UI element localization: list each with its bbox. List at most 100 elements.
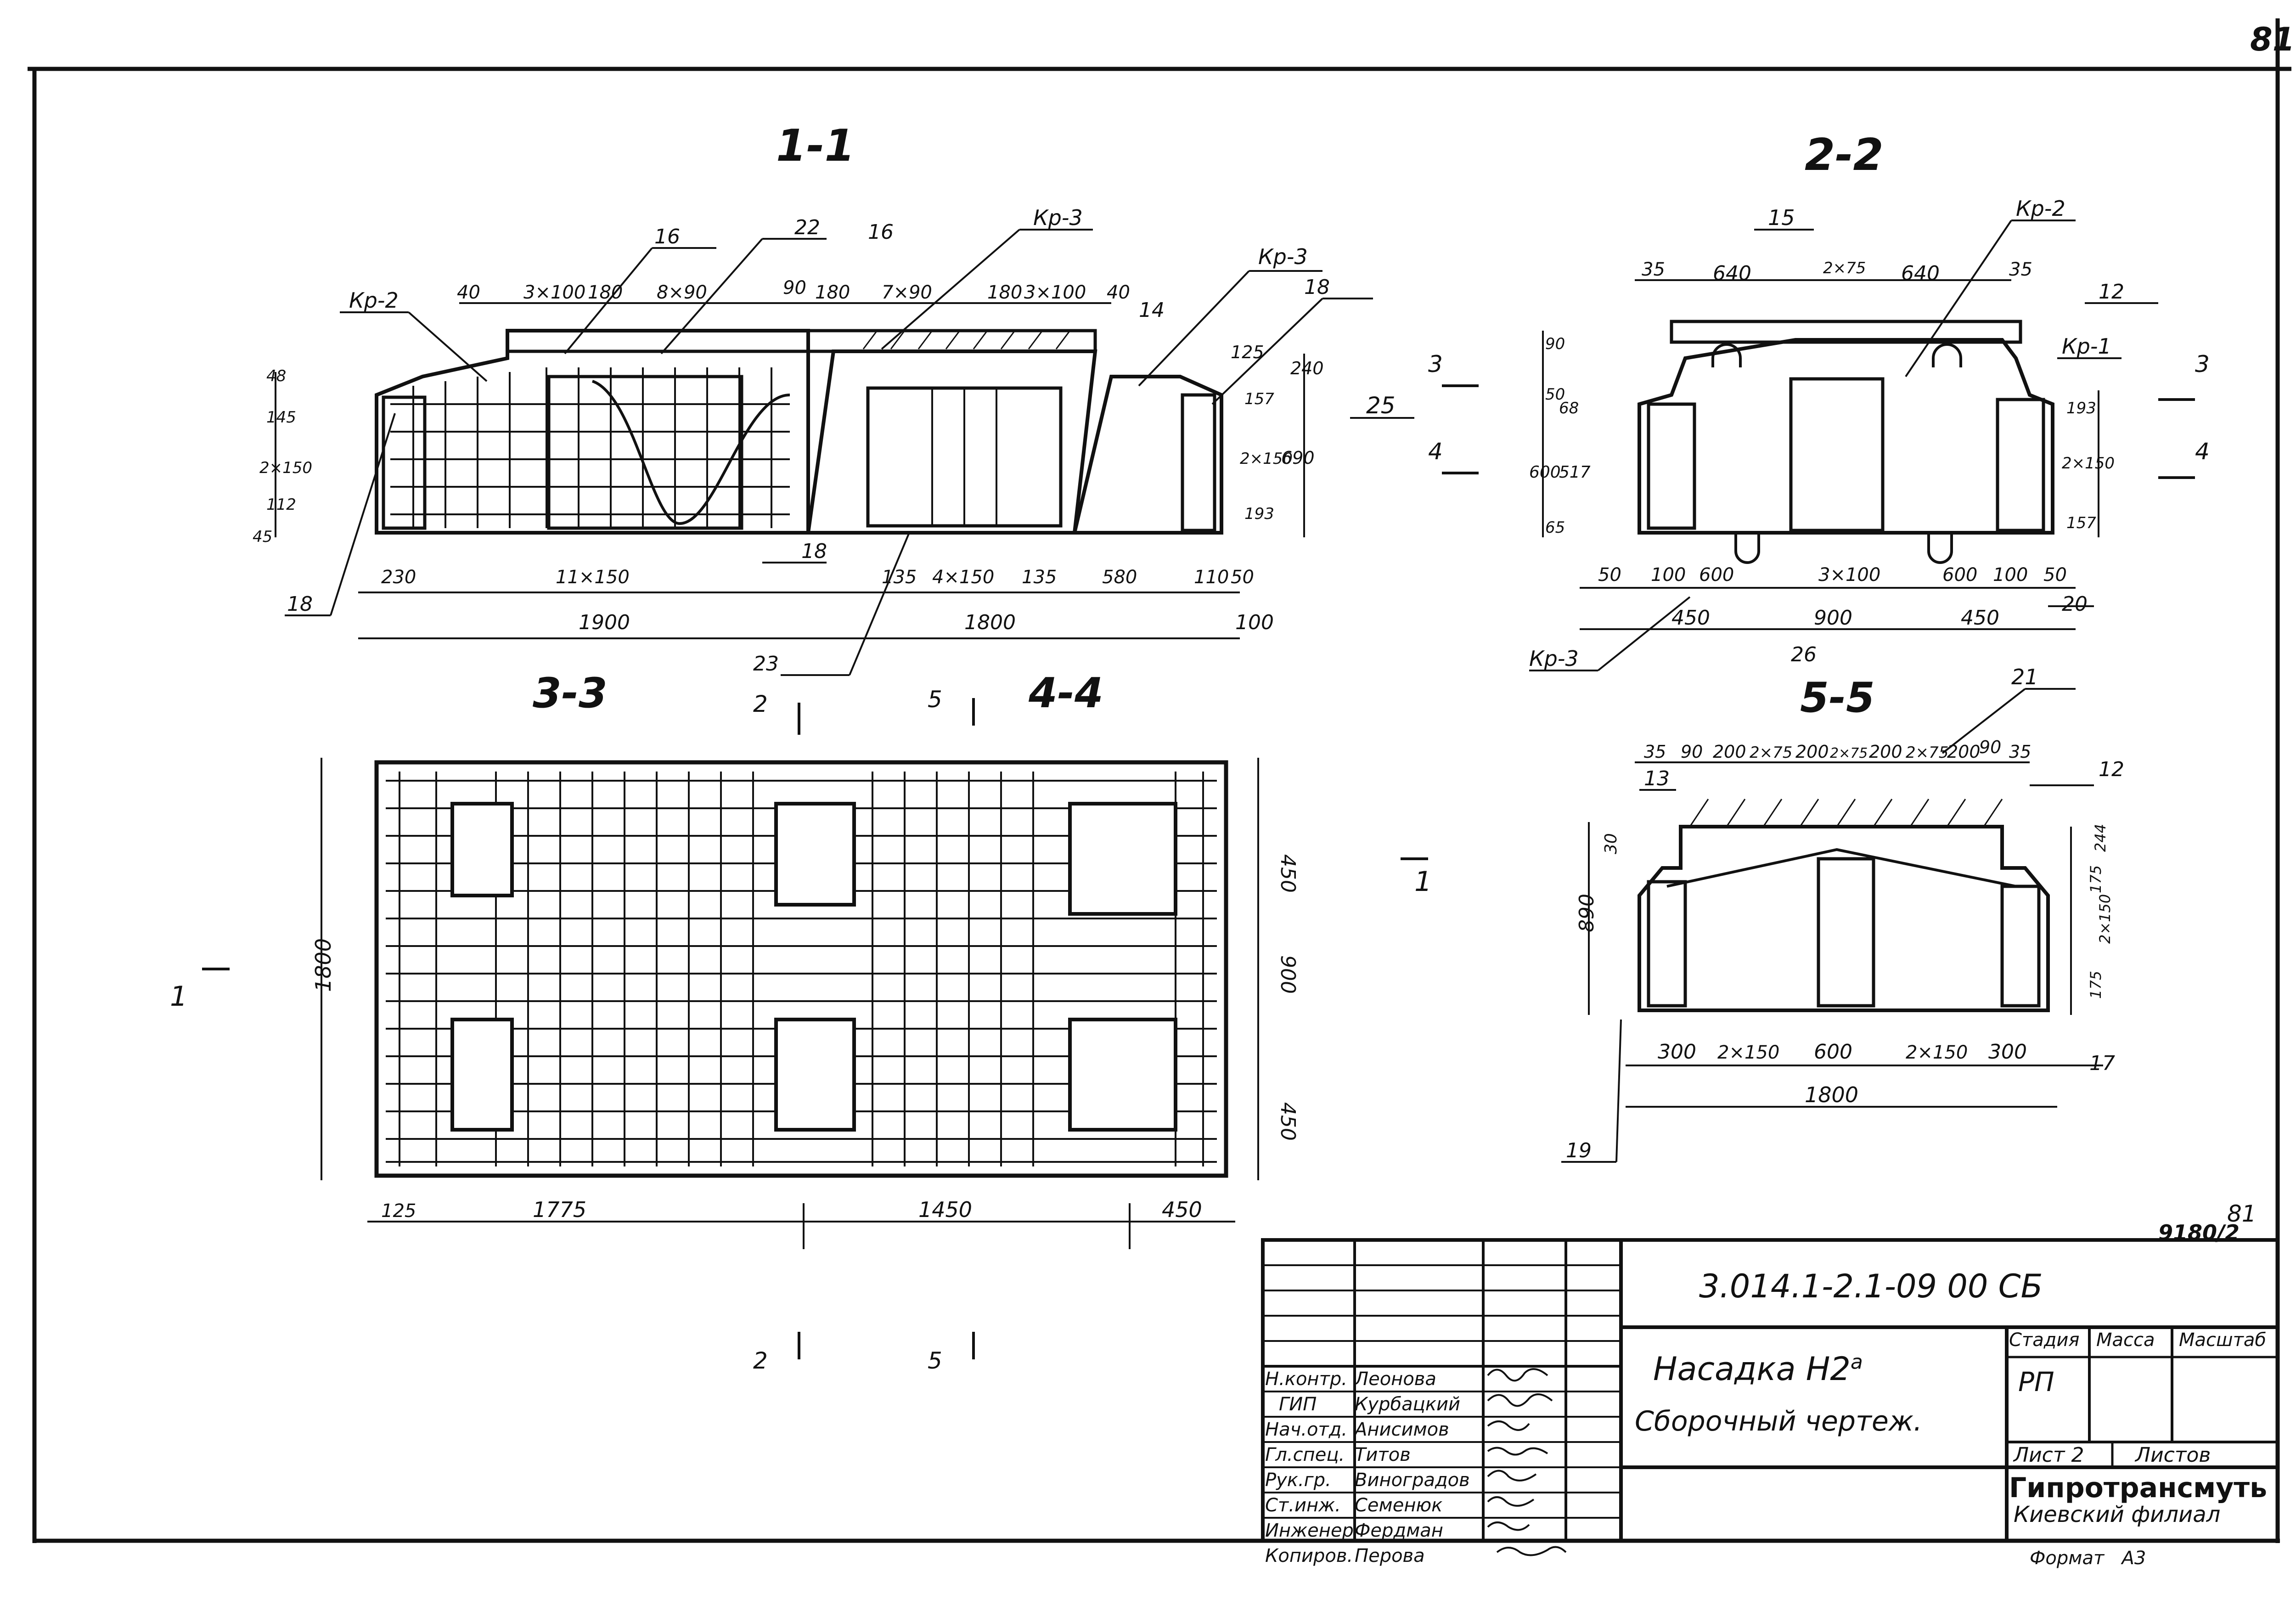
s22-callout-kr3: Кр-3: [1529, 646, 1579, 671]
section-2-2: 2-2 35 640 2×75 640 35: [1428, 130, 2210, 671]
s33-cut-mark-2-top: 2: [753, 691, 768, 717]
s33-right-dim-1: 450: [1276, 854, 1300, 893]
s11-rebar-grid-left: [390, 367, 790, 528]
s22-top-dim-4: 640: [1901, 262, 1940, 285]
title-line-1: Насадка Н2а: [1653, 1350, 1863, 1388]
document-code: 3.014.1-2.1-09 00 СБ: [1699, 1268, 2043, 1305]
signoff-row: Копиров. Перова: [1265, 1545, 1486, 1571]
signature-ferdman: [1487, 1521, 1530, 1531]
s22-lifting-loop-2: [1932, 343, 1962, 367]
s33-cut-mark-5-top: 5: [928, 686, 942, 713]
s33-right-dim-3: 450: [1276, 1102, 1300, 1141]
s11-cage-1: [382, 395, 427, 530]
signoff-row: Рук.гр. Виноградов: [1265, 1470, 1486, 1495]
s22-left-dim-6: 65: [1545, 518, 1565, 537]
s55-right-dim-2: 175: [2087, 865, 2105, 893]
section-5-5-title: 5-5: [1800, 674, 1875, 722]
s22-callout-kr2: Кр-2: [2016, 196, 2065, 221]
format-label: Формат: [2030, 1548, 2105, 1569]
signoff-rows: Н.контр. Леонова ГИП Курбацкий Нач.отд. …: [1265, 1369, 1486, 1571]
s55-top-dim-7: 200: [1869, 742, 1902, 762]
s11-bottom-dim-5: 135: [1022, 567, 1057, 588]
s55-left-cage: [1647, 880, 1687, 1008]
s22-left-cage: [1647, 402, 1696, 530]
signature-anisimov: [1487, 1420, 1530, 1431]
s11-callout-23: 23: [753, 652, 779, 676]
s11-right-dim-6: 193: [1244, 505, 1274, 523]
s22-bottom-dim-5: 600: [1942, 564, 1977, 586]
s55-callout-17: 17: [2089, 1052, 2115, 1075]
s11-right-dim-2: 240: [1290, 358, 1324, 378]
s11-top-dim-7: 7×90: [882, 282, 932, 303]
s11-top-dim-1: 40: [457, 282, 480, 303]
org-branch: Киевский филиал: [2014, 1502, 2221, 1527]
signoff-name: Титов: [1355, 1444, 1411, 1465]
s55-callout-12: 12: [2099, 758, 2124, 781]
s22-right-dim-1: 193: [2066, 399, 2096, 417]
s11-total-3: 100: [1235, 611, 1274, 634]
s33-bottom-dim-1: 125: [381, 1200, 416, 1222]
s11-top-dim-2: 3×100: [523, 282, 585, 303]
s22-left-dim-5: 517: [1559, 463, 1591, 482]
s11-slab-hatch: [862, 330, 1071, 349]
s22-body: [1638, 338, 2054, 535]
scale-header: Масштаб: [2179, 1330, 2267, 1351]
s22-total-1: 450: [1671, 606, 1710, 630]
s22-callout-26: 26: [1791, 643, 1817, 666]
s55-left-dim-1: 890: [1575, 894, 1598, 932]
signoff-name: Фердман: [1355, 1520, 1443, 1541]
s11-callout-16b: 16: [868, 220, 894, 244]
s55-bottom-dim-4: 2×150: [1906, 1042, 1968, 1063]
s55-top-dim-11: 35: [2009, 742, 2031, 762]
section-5-5: 5-5 35 90 200 2×75 200 2×7: [1561, 665, 2124, 1163]
s22-right-cage: [1996, 398, 2045, 532]
signoff-row: Инженер Фердман: [1265, 1520, 1486, 1545]
s33-right-dim-2: 900: [1276, 955, 1300, 994]
format-cell: Формат А3: [2030, 1548, 2146, 1569]
s33-outline: [374, 760, 1228, 1178]
s11-callout-18a: 18: [1304, 276, 1330, 299]
s11-callout-14: 14: [1139, 299, 1165, 322]
s11-bottom-dim-3: 135: [882, 567, 917, 588]
s22-dim-lines: [1529, 220, 2158, 671]
s11-mid-bars: [931, 388, 997, 526]
s55-top-dim-10: 90: [1979, 737, 2001, 757]
s11-right-dim-4: 2×150: [1240, 450, 1293, 468]
s11-top-dim-8: 180: [987, 282, 1022, 303]
s22-bottom-dim-7: 50: [2043, 564, 2067, 586]
signature-leonova: [1487, 1368, 1548, 1382]
section-1-1: 1-1: [253, 121, 1414, 676]
s22-top-dim-5: 35: [2009, 259, 2032, 280]
s55-top-dim-6: 2×75: [1830, 745, 1868, 761]
s33-cut-marks: [202, 698, 1428, 1359]
s33-bottom-dim-4: 450: [1162, 1197, 1202, 1222]
s22-top-dim-1: 35: [1642, 259, 1665, 280]
signoff-row: Гл.спец. Титов: [1265, 1444, 1486, 1470]
s22-bottom-dim-3: 600: [1699, 564, 1734, 586]
s22-top-dim-3: 2×75: [1823, 259, 1866, 277]
s22-top-step: [1670, 320, 2022, 344]
s33-bottom-dim-2: 1775: [533, 1197, 586, 1222]
s11-bottom-dim-1: 230: [381, 567, 416, 588]
s55-mid-cage: [1817, 857, 1875, 1008]
section-3-3-title: 3-3: [533, 669, 608, 717]
s55-dim-lines: [1561, 688, 2103, 1163]
s11-callout-kr2: Кр-2: [349, 288, 399, 313]
signoff-role: Копиров.: [1265, 1545, 1353, 1566]
s55-callout-21: 21: [2011, 665, 2038, 689]
signoff-row: Н.контр. Леонова: [1265, 1369, 1486, 1394]
signoff-name: Семенюк: [1355, 1495, 1443, 1516]
s11-bottom-dim-8: 50: [1231, 567, 1254, 588]
s11-top-dim-5: 90: [783, 277, 806, 299]
s22-cut-marks: [1442, 384, 2195, 479]
signoff-name: Курбацкий: [1355, 1394, 1461, 1415]
s11-callout-kr3b: Кр-3: [1258, 244, 1308, 269]
s55-body: [1638, 825, 2050, 1012]
s22-lifting-loop-1: [1711, 343, 1742, 367]
s22-left-dim-1: 90: [1545, 335, 1565, 353]
s11-right-dim-3: 157: [1244, 390, 1274, 408]
s11-total-2: 1800: [964, 611, 1016, 634]
s55-bottom-dim-5: 300: [1988, 1040, 2027, 1064]
s11-callout-16a: 16: [654, 225, 680, 248]
